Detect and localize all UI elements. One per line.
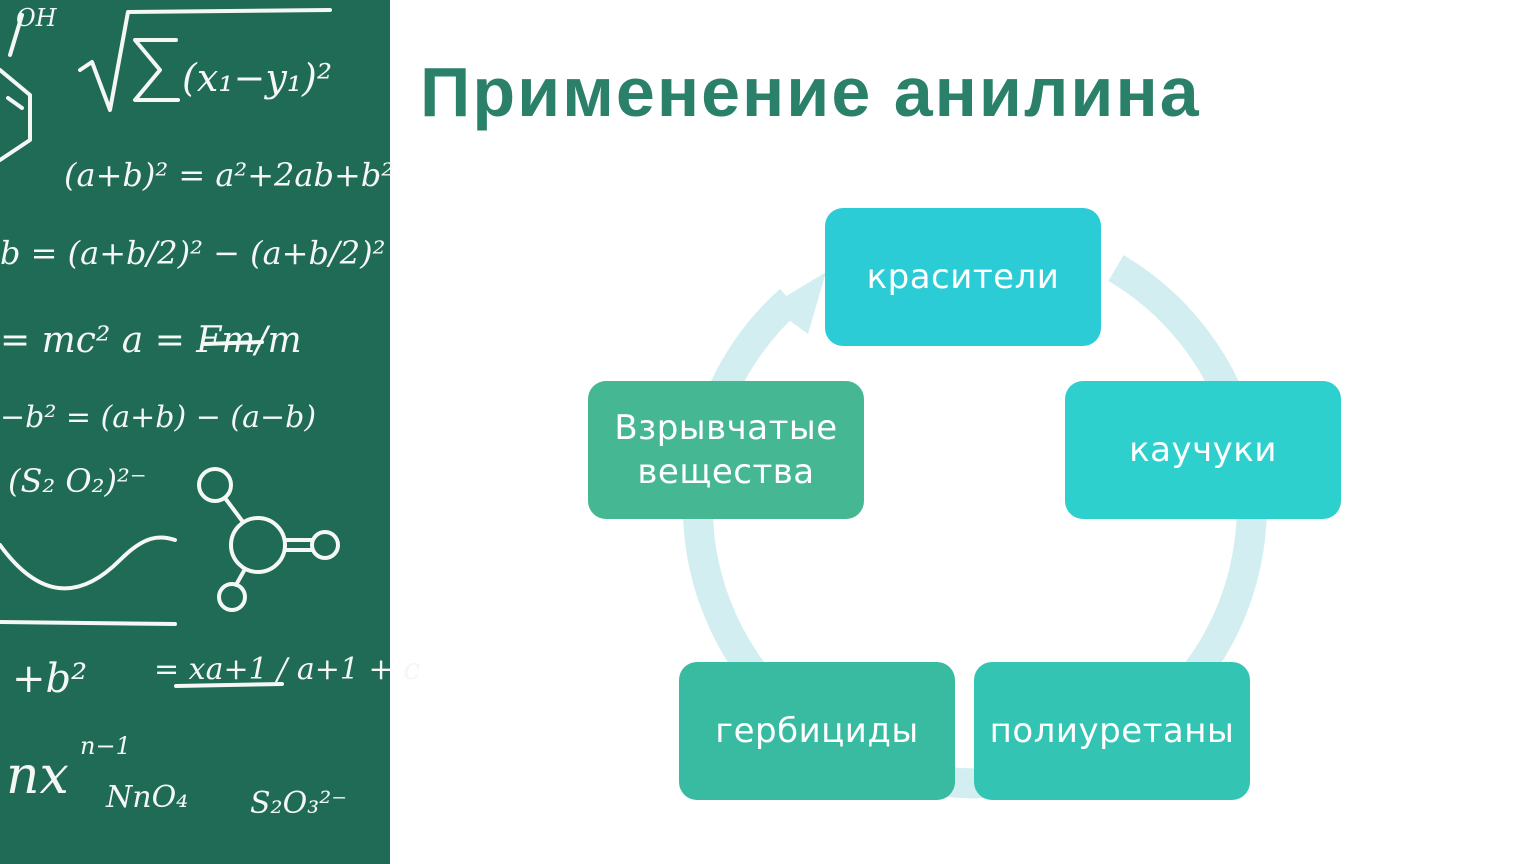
chalk-wave [0,535,177,591]
formula-fraction: b = (a+b/2)² − (a+b/2)² [0,234,386,272]
sqrt-sign [78,8,332,112]
cycle-node-dyes-label: красители [866,256,1060,297]
formula-sum: (x₁−y₁)² [182,56,333,100]
cycle-arrowhead [770,272,826,334]
cycle-node-polyurethanes-label: полиуретаны [989,710,1235,751]
formula-nx: nx [6,746,69,806]
cycle-node-rubbers: каучуки [1065,381,1341,519]
chalk-drawings [0,8,340,688]
formula-oh: OH [16,4,57,32]
cycle-node-explosives: Взрывчатые вещества [588,381,864,519]
cycle-node-explosives-label: Взрывчатые вещества [614,407,838,492]
formula-square: (a+b)² = a²+2ab+b² [64,156,395,194]
formula-exponent: n−1 [80,732,131,760]
cycle-node-dyes: красители [825,208,1101,346]
chalkboard-panel: OH (x₁−y₁)² (a+b)² = a²+2ab+b² b = (a+b/… [0,0,420,864]
sigma-sign [133,38,180,102]
formula-nno4: NnO₄ [106,780,189,815]
cycle-node-herbicides-label: гербициды [715,710,919,751]
formula-ion: (S₂ O₂)²⁻ [8,462,147,500]
formula-energy: = mc² a = Fm/m [0,320,302,361]
formula-ratio: = xa+1 / a+1 + c [154,652,421,687]
benzene-ring-sketch [0,68,32,162]
formula-plus-b: +b² [12,656,88,702]
molecule-sketch [197,467,340,612]
formula-difference: −b² = (a+b) − (a−b) [0,400,317,435]
cycle-node-herbicides: гербициды [679,662,955,800]
slide-title: Применение анилина [420,53,1201,131]
chalk-line [0,620,177,626]
formula-thiosulfate: S₂O₃²⁻ [250,786,348,821]
cycle-node-rubbers-label: каучуки [1129,429,1277,470]
cycle-node-polyurethanes: полиуретаны [974,662,1250,800]
